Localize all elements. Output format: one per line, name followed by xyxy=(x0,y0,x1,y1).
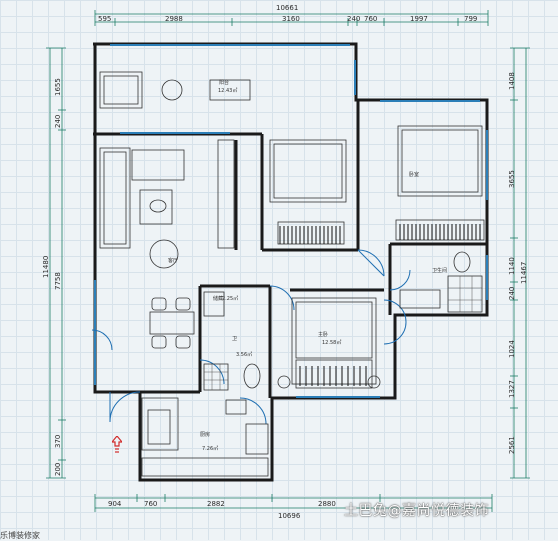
dim-right-2: 3655 xyxy=(508,170,516,188)
room-toilet-area: 3.56㎡ xyxy=(236,352,253,358)
dim-left-total: 11480 xyxy=(42,255,50,278)
dim-left-1: 1655 xyxy=(54,78,62,96)
room-balcony-name: 阳台 xyxy=(219,80,230,86)
windows xyxy=(94,44,488,398)
watermark-main: 土巴兔@嘉尚悦德装饰 xyxy=(344,503,489,519)
dim-top-total: 10661 xyxy=(276,4,299,12)
dim-top-7: 799 xyxy=(464,15,478,23)
dim-right-4: 240 xyxy=(508,286,516,300)
room-kitchen-area: 7.26㎡ xyxy=(202,446,219,452)
room-master-area: 12.58㎡ xyxy=(322,340,342,346)
room-bathroom-name: 卫生间 xyxy=(432,268,448,274)
north-arrow-icon xyxy=(112,436,122,453)
door-arcs xyxy=(91,249,411,425)
dim-bottom-4: 2880 xyxy=(318,500,336,508)
dim-left-3: 7758 xyxy=(54,272,62,290)
floor-tiles xyxy=(204,276,482,390)
dim-top-6: 1997 xyxy=(410,15,428,23)
dim-right-6: 1327 xyxy=(508,380,516,398)
room-toilet-name: 卫 xyxy=(232,336,238,342)
dim-left-4: 370 xyxy=(54,434,62,448)
dim-top-5: 760 xyxy=(364,15,378,23)
dim-left-2: 240 xyxy=(54,114,62,128)
dim-right-1: 1408 xyxy=(508,72,516,90)
dim-top-2: 2988 xyxy=(165,15,183,23)
dimension-lines xyxy=(46,10,530,512)
room-balcony-area: 12.43㎡ xyxy=(218,88,238,94)
dim-right-5: 1024 xyxy=(508,340,516,358)
room-master-name: 主卧 xyxy=(318,332,329,338)
wardrobe-hatch xyxy=(279,224,481,386)
dim-right-total: 11467 xyxy=(520,261,528,284)
dim-left-5: 200 xyxy=(54,462,62,476)
dim-right-7: 2561 xyxy=(508,436,516,454)
furniture xyxy=(99,71,485,477)
dim-bottom-1: 904 xyxy=(108,500,122,508)
dim-top-3: 3160 xyxy=(282,15,300,23)
dim-top-4: 240 xyxy=(347,15,361,23)
dim-bottom-3: 2882 xyxy=(207,500,225,508)
room-storage-name: 储藏 xyxy=(213,296,224,302)
room-storage-area: 2.25㎡ xyxy=(222,296,239,302)
dim-top-1: 595 xyxy=(98,15,112,23)
dim-bottom-2: 760 xyxy=(144,500,158,508)
dim-bottom-total: 10696 xyxy=(278,512,301,520)
room-kitchen-name: 厨房 xyxy=(200,432,211,438)
room-bedroom2-name: 卧室 xyxy=(409,172,420,178)
dim-right-3: 1140 xyxy=(508,257,516,275)
watermark-corner: 乐博装修家 xyxy=(0,531,40,540)
room-living-name: 客厅 xyxy=(168,258,179,264)
